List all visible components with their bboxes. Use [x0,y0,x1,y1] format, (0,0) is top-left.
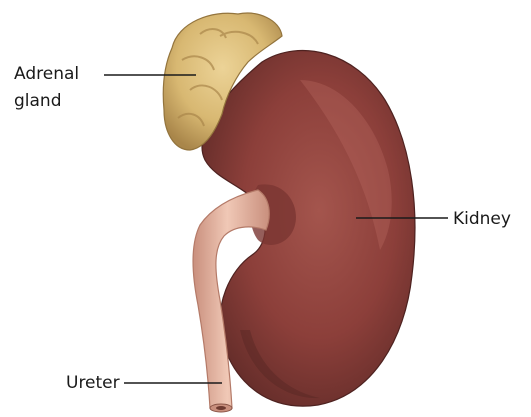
ureter-lumen [216,406,226,410]
adrenal-gland-label-line2: gland [14,90,62,112]
ureter-label: Ureter [66,372,120,394]
kidney-label: Kidney [453,208,511,230]
adrenal-gland-label-line1: Adrenal [14,63,79,85]
